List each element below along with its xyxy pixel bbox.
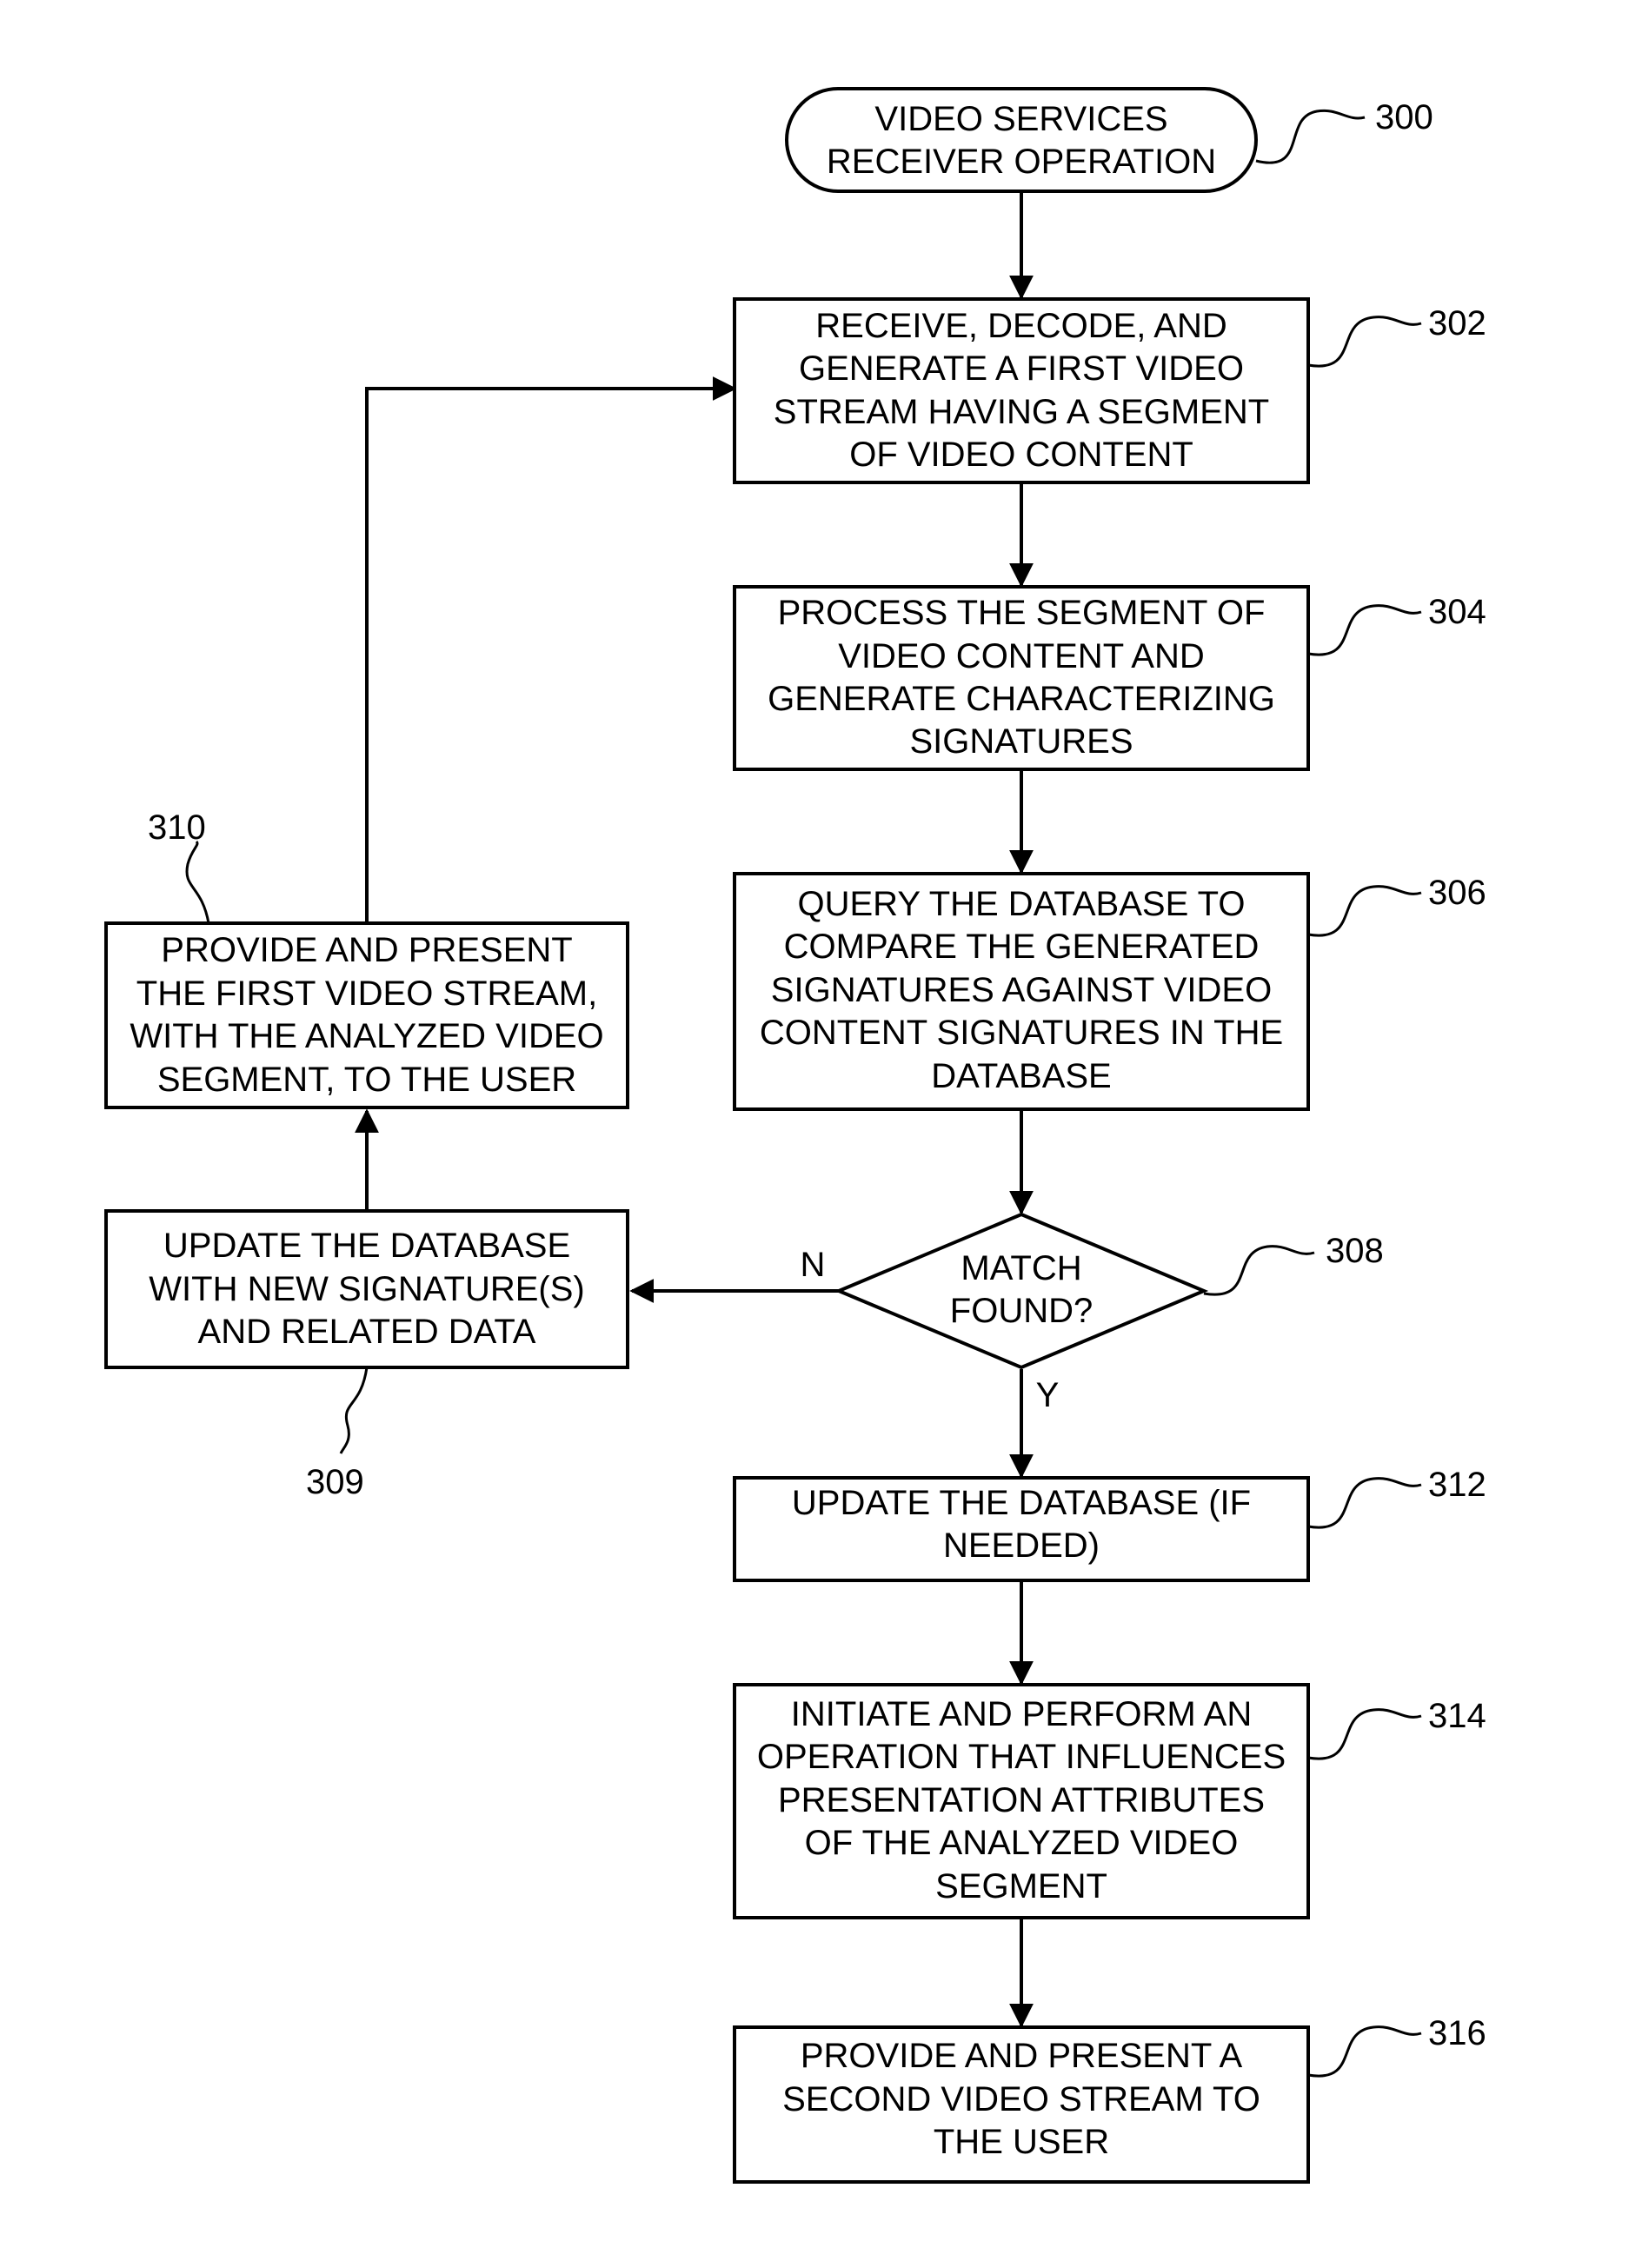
node-text-line: PROCESS THE SEGMENT OF <box>778 594 1266 632</box>
node-text-line: MATCH <box>961 1249 1081 1287</box>
reference-304: 304 <box>1308 593 1486 655</box>
reference-309: 309 <box>306 1367 367 1501</box>
reference-314: 314 <box>1308 1697 1486 1759</box>
leader-line <box>1256 110 1365 163</box>
node-text-line: SIGNATURES AGAINST VIDEO <box>771 971 1272 1009</box>
leader-line <box>1308 606 1421 655</box>
node-316-present-second-stream: PROVIDE AND PRESENT A SECOND VIDEO STREA… <box>735 2027 1308 2182</box>
node-text-line: SEGMENT <box>935 1867 1107 1906</box>
reference-numeral: 308 <box>1326 1232 1384 1270</box>
node-text-line: SECOND VIDEO STREAM TO <box>782 2080 1260 2118</box>
reference-numeral: 302 <box>1428 304 1486 343</box>
reference-numeral: 314 <box>1428 1697 1486 1735</box>
leader-line <box>1308 317 1421 367</box>
node-310-present-first-stream: PROVIDE AND PRESENT THE FIRST VIDEO STRE… <box>106 923 628 1107</box>
node-text-line: UPDATE THE DATABASE <box>163 1227 570 1265</box>
node-308-match-decision: MATCH FOUND? <box>839 1214 1204 1367</box>
reference-numeral: 300 <box>1375 98 1433 136</box>
reference-numeral: 304 <box>1428 593 1486 631</box>
node-309-update-database-new: UPDATE THE DATABASE WITH NEW SIGNATURE(S… <box>106 1211 628 1367</box>
reference-numeral: 310 <box>148 808 206 847</box>
node-text-line: OPERATION THAT INFLUENCES <box>757 1738 1286 1776</box>
node-314-initiate-operation: INITIATE AND PERFORM AN OPERATION THAT I… <box>735 1685 1308 1918</box>
arrow-310-to-302 <box>367 389 735 923</box>
edge-label-yes: Y <box>1036 1376 1060 1414</box>
node-300-start: VIDEO SERVICES RECEIVER OPERATION <box>787 89 1256 191</box>
node-text-line: QUERY THE DATABASE TO <box>798 885 1246 923</box>
leader-line <box>1308 2027 1421 2077</box>
node-text-line: STREAM HAVING A SEGMENT <box>774 393 1269 431</box>
node-312-update-database-if-needed: UPDATE THE DATABASE (IF NEEDED) <box>735 1478 1308 1580</box>
node-text-line: WITH NEW SIGNATURE(S) <box>149 1270 584 1308</box>
node-text-line: FOUND? <box>950 1292 1093 1330</box>
node-text-line: THE FIRST VIDEO STREAM, <box>136 974 597 1013</box>
leader-line <box>1308 1710 1421 1759</box>
leader-line <box>1308 1479 1421 1528</box>
node-text-line: PRESENTATION ATTRIBUTES <box>778 1781 1265 1819</box>
node-text-line: DATABASE <box>931 1057 1111 1095</box>
reference-numeral: 306 <box>1428 874 1486 912</box>
node-text-line: VIDEO CONTENT AND <box>838 637 1205 675</box>
node-306-query-database: QUERY THE DATABASE TO COMPARE THE GENERA… <box>735 874 1308 1109</box>
reference-302: 302 <box>1308 304 1486 366</box>
leader-line <box>187 841 209 923</box>
node-text-line: COMPARE THE GENERATED <box>784 928 1260 966</box>
leader-line <box>341 1367 367 1453</box>
node-text-line: CONTENT SIGNATURES IN THE <box>760 1014 1283 1052</box>
leader-line <box>1204 1247 1314 1295</box>
node-text-line: INITIATE AND PERFORM AN <box>791 1695 1252 1733</box>
reference-308: 308 <box>1204 1232 1384 1294</box>
node-text-line: PROVIDE AND PRESENT A <box>801 2037 1243 2075</box>
node-text-line: RECEIVE, DECODE, AND <box>815 307 1227 345</box>
node-text-line: WITH THE ANALYZED VIDEO <box>130 1017 603 1055</box>
decision-diamond <box>839 1214 1204 1367</box>
reference-306: 306 <box>1308 874 1486 935</box>
node-304-process-segment: PROCESS THE SEGMENT OF VIDEO CONTENT AND… <box>735 587 1308 769</box>
node-text-line: OF THE ANALYZED VIDEO <box>805 1824 1239 1862</box>
node-text-line: OF VIDEO CONTENT <box>849 436 1193 474</box>
reference-numeral: 316 <box>1428 2014 1486 2052</box>
reference-numeral: 309 <box>306 1463 364 1501</box>
node-text-line: NEEDED) <box>943 1526 1100 1565</box>
reference-316: 316 <box>1308 2014 1486 2076</box>
node-text-line: THE USER <box>934 2123 1109 2161</box>
node-text-line: PROVIDE AND PRESENT <box>161 931 572 969</box>
edge-label-no: N <box>801 1246 826 1284</box>
node-302-receive-decode: RECEIVE, DECODE, AND GENERATE A FIRST VI… <box>735 299 1308 482</box>
node-text-line: SEGMENT, TO THE USER <box>157 1061 576 1099</box>
reference-312: 312 <box>1308 1466 1486 1527</box>
node-text-line: RECEIVER OPERATION <box>827 143 1216 181</box>
reference-300: 300 <box>1256 98 1433 163</box>
node-text-line: GENERATE A FIRST VIDEO <box>799 349 1244 388</box>
node-text-line: GENERATE CHARACTERIZING <box>768 680 1275 718</box>
node-text-line: SIGNATURES <box>909 722 1133 761</box>
node-text-line: UPDATE THE DATABASE (IF <box>792 1484 1251 1522</box>
leader-line <box>1308 887 1421 936</box>
reference-310: 310 <box>148 808 209 923</box>
node-text-line: AND RELATED DATA <box>198 1313 536 1351</box>
node-text-line: VIDEO SERVICES <box>874 100 1167 138</box>
reference-numeral: 312 <box>1428 1466 1486 1504</box>
